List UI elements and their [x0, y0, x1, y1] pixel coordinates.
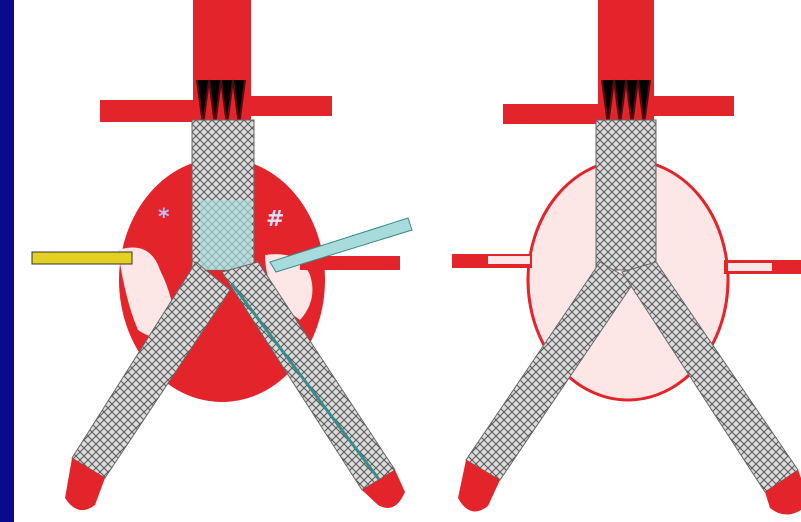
right-side-branch-right-inner [728, 263, 772, 271]
right-renal-artery-right [650, 96, 734, 116]
left-guidewire [32, 252, 132, 264]
left-graft-overlap [200, 200, 252, 270]
right-side-branch-left-inner [488, 256, 530, 264]
asterisk-marker: * [158, 205, 170, 230]
left-renal-artery-right [246, 96, 332, 116]
hash-marker: # [266, 207, 284, 232]
right-renal-artery-left [503, 104, 603, 124]
left-renal-artery-left [100, 100, 198, 122]
right-stent-body [596, 120, 656, 270]
